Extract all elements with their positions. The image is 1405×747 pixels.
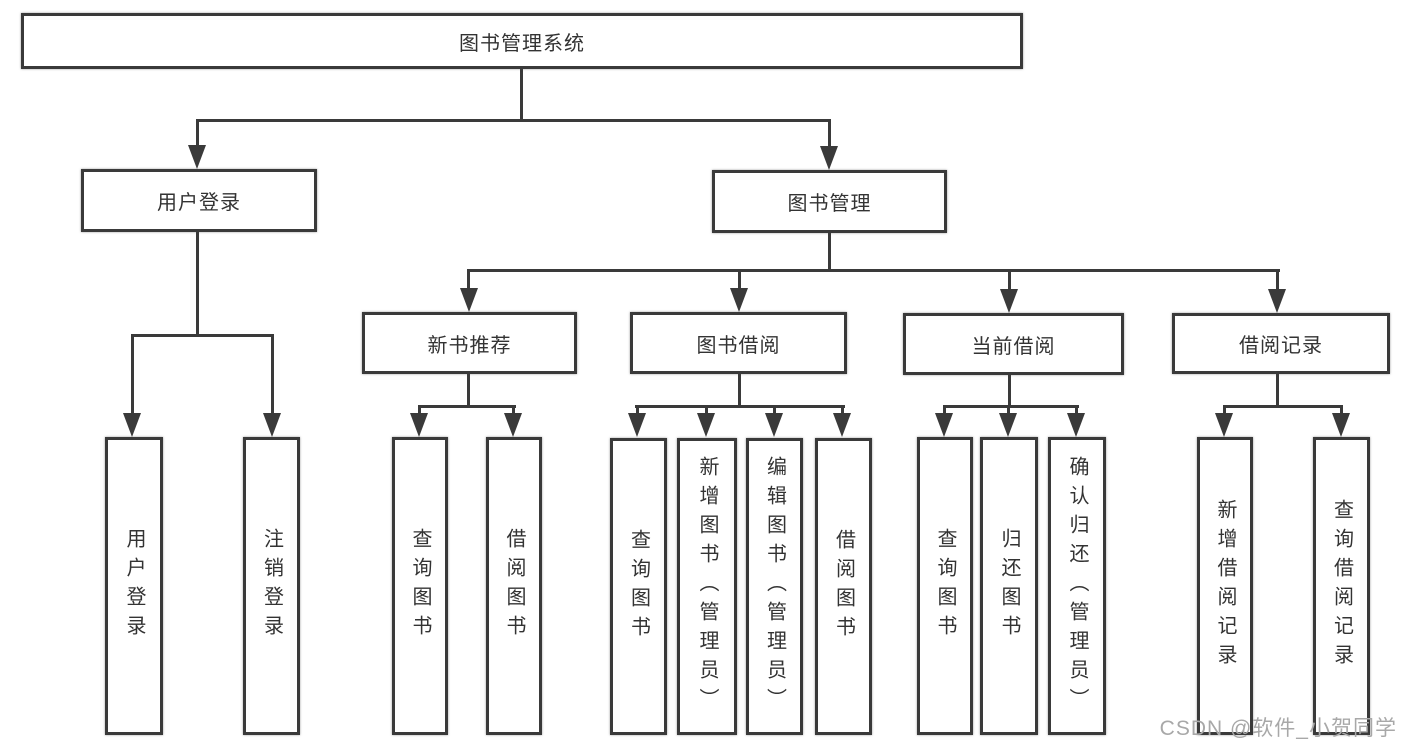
arrowhead-down-icon bbox=[504, 413, 522, 437]
watermark: CSDN @软件_小贺同学 bbox=[1159, 717, 1397, 740]
connector-line bbox=[636, 405, 639, 415]
connector-line bbox=[1276, 269, 1279, 291]
arrowhead-down-icon bbox=[410, 413, 428, 437]
leaf-query-books-current: 查询图书 bbox=[917, 437, 973, 735]
arrowhead-down-icon bbox=[1215, 413, 1233, 437]
connector-line bbox=[828, 119, 831, 147]
connector-line bbox=[512, 405, 515, 415]
node-current-borrow: 当前借阅 bbox=[903, 313, 1124, 375]
node-root: 图书管理系统 bbox=[21, 13, 1023, 69]
connector-line bbox=[1007, 405, 1010, 415]
leaf-label: 归还图书 bbox=[998, 528, 1020, 644]
leaf-label: 查询借阅记录 bbox=[1330, 499, 1353, 673]
leaf-label: 确认归还（管理员） bbox=[1066, 455, 1088, 717]
leaf-label: 用户登录 bbox=[123, 528, 145, 644]
arrowhead-down-icon bbox=[628, 413, 646, 437]
leaf-borrow-books-recommend: 借阅图书 bbox=[486, 437, 542, 735]
arrowhead-down-icon bbox=[1000, 289, 1018, 313]
leaf-return-book: 归还图书 bbox=[980, 437, 1038, 735]
arrowhead-down-icon bbox=[263, 413, 281, 437]
connector-line bbox=[943, 405, 946, 415]
arrowhead-down-icon bbox=[1268, 289, 1286, 313]
node-book-borrow: 图书借阅 bbox=[630, 312, 847, 374]
connector-line bbox=[418, 405, 421, 415]
node-new-book-recommend: 新书推荐 bbox=[362, 312, 577, 374]
arrowhead-down-icon bbox=[1332, 413, 1350, 437]
node-book-management: 图书管理 bbox=[712, 170, 947, 233]
arrowhead-down-icon bbox=[935, 413, 953, 437]
leaf-add-borrow-record: 新增借阅记录 bbox=[1197, 437, 1253, 735]
connector-line bbox=[520, 69, 523, 121]
connector-line bbox=[196, 119, 199, 147]
arrowhead-down-icon bbox=[730, 288, 748, 312]
connector-line bbox=[1223, 405, 1226, 415]
leaf-logout: 注销登录 bbox=[243, 437, 300, 735]
leaf-label: 注销登录 bbox=[260, 528, 283, 644]
arrowhead-down-icon bbox=[1067, 413, 1085, 437]
connector-line bbox=[271, 334, 274, 415]
connector-line bbox=[635, 405, 845, 408]
leaf-label: 查询图书 bbox=[934, 528, 956, 644]
node-user-login: 用户登录 bbox=[81, 169, 317, 232]
leaf-add-book-admin: 新增图书（管理员） bbox=[677, 438, 737, 735]
connector-line bbox=[828, 233, 831, 271]
arrowhead-down-icon bbox=[123, 413, 141, 437]
connector-line bbox=[196, 119, 831, 122]
connector-line bbox=[1075, 405, 1078, 415]
connector-line bbox=[1008, 269, 1011, 291]
connector-line bbox=[131, 334, 134, 415]
leaf-query-books-recommend: 查询图书 bbox=[392, 437, 448, 735]
connector-line bbox=[418, 405, 516, 408]
leaf-confirm-return-admin: 确认归还（管理员） bbox=[1048, 437, 1106, 735]
connector-line bbox=[943, 405, 1079, 408]
node-borrow-records: 借阅记录 bbox=[1172, 313, 1390, 374]
arrowhead-down-icon bbox=[188, 145, 206, 169]
leaf-label: 借阅图书 bbox=[832, 528, 855, 645]
leaf-query-borrow-record: 查询借阅记录 bbox=[1313, 437, 1370, 735]
connector-line bbox=[1008, 375, 1011, 408]
leaf-query-books-borrow: 查询图书 bbox=[610, 438, 667, 735]
arrowhead-down-icon bbox=[697, 413, 715, 437]
arrowhead-down-icon bbox=[765, 413, 783, 437]
leaf-label: 新增图书（管理员） bbox=[696, 456, 718, 717]
arrowhead-down-icon bbox=[820, 146, 838, 170]
leaf-borrow-books: 借阅图书 bbox=[815, 438, 872, 735]
leaf-edit-book-admin: 编辑图书（管理员） bbox=[746, 438, 803, 735]
connector-line bbox=[467, 269, 470, 291]
connector-line bbox=[1340, 405, 1343, 415]
connector-line bbox=[841, 405, 844, 415]
arrowhead-down-icon bbox=[833, 413, 851, 437]
leaf-user-login: 用户登录 bbox=[105, 437, 163, 735]
connector-line bbox=[1223, 405, 1343, 408]
connector-line bbox=[196, 232, 199, 337]
connector-line bbox=[1276, 374, 1279, 408]
leaf-label: 查询图书 bbox=[409, 528, 431, 644]
connector-line bbox=[738, 374, 741, 408]
connector-line bbox=[132, 334, 274, 337]
connector-line bbox=[738, 269, 741, 291]
arrowhead-down-icon bbox=[999, 413, 1017, 437]
connector-line bbox=[467, 269, 1280, 272]
leaf-label: 借阅图书 bbox=[503, 528, 525, 644]
leaf-label: 编辑图书（管理员） bbox=[763, 456, 786, 717]
connector-line bbox=[467, 374, 470, 408]
connector-line bbox=[773, 405, 776, 415]
connector-line bbox=[705, 405, 708, 415]
arrowhead-down-icon bbox=[460, 288, 478, 312]
leaf-label: 新增借阅记录 bbox=[1214, 499, 1236, 673]
leaf-label: 查询图书 bbox=[627, 528, 650, 645]
